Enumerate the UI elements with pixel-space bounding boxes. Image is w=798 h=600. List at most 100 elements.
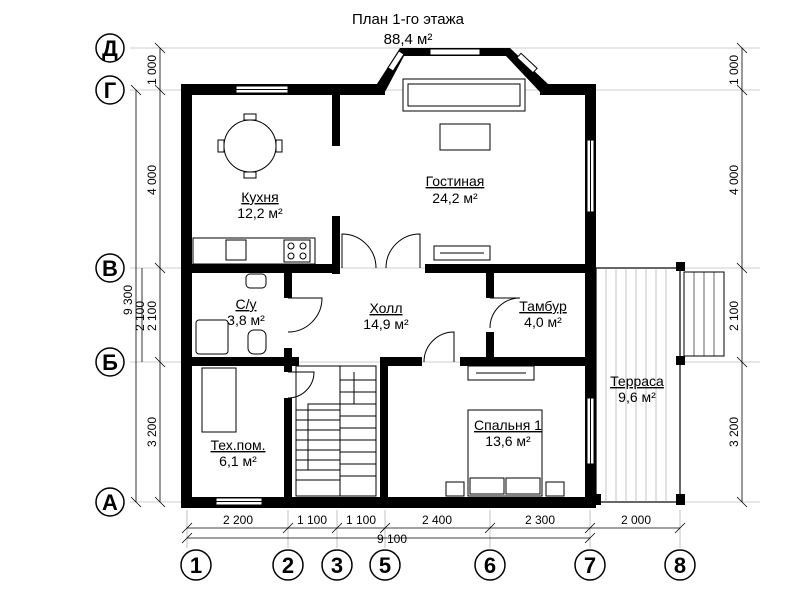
axis-label: 1 xyxy=(190,553,202,578)
terrace-post xyxy=(592,494,601,505)
wall-living-south xyxy=(425,264,596,273)
room-vestibule-area: 4,0 м² xyxy=(524,314,562,330)
room-bedroom-name: Спальня 1 xyxy=(474,417,542,433)
room-wc-name: С/у xyxy=(236,296,257,312)
window-bay-3 xyxy=(516,52,538,74)
dim-left: 3 200 xyxy=(145,417,159,447)
dining-table xyxy=(223,119,277,173)
dim-left: 4 000 xyxy=(145,165,159,195)
terrace xyxy=(592,262,725,505)
toilet xyxy=(247,329,267,355)
wall-south xyxy=(181,497,596,508)
boiler xyxy=(201,367,237,433)
axis-label: В xyxy=(102,256,118,281)
stairs xyxy=(295,365,377,497)
dim-bottom-total: 9 100 xyxy=(377,532,407,546)
dim-right: 2 100 xyxy=(727,301,741,331)
dim-left-inner: 2 100 xyxy=(133,301,147,331)
room-terrace-name: Терраса xyxy=(610,373,664,389)
window-bay-2 xyxy=(429,48,481,56)
chair xyxy=(243,171,257,179)
dimension-labels: 1 000 4 000 2 100 3 200 9 300 2 100 1 00… xyxy=(121,55,741,546)
number-axes: 1 2 3 5 6 7 8 xyxy=(180,549,696,581)
terrace-post xyxy=(676,356,685,365)
nightstand xyxy=(445,481,465,497)
room-hall-area: 14,9 м² xyxy=(363,316,409,332)
wall-north-east xyxy=(540,84,596,95)
dim-bottom: 2 400 xyxy=(422,513,452,527)
wall-bedroom-north-1 xyxy=(380,357,422,366)
dim-bottom: 2 200 xyxy=(223,513,253,527)
axis-label: 3 xyxy=(331,553,343,578)
axis-label: Д xyxy=(102,36,118,61)
axis-label: 2 xyxy=(282,553,294,578)
dim-bottom: 1 100 xyxy=(346,513,376,527)
dimension-lines xyxy=(130,42,748,544)
room-kitchen-area: 12,2 м² xyxy=(237,205,283,221)
toilet-wc xyxy=(245,273,267,289)
dim-right: 4 000 xyxy=(727,165,741,195)
room-kitchen-name: Кухня xyxy=(241,189,278,205)
door-wc xyxy=(287,297,323,333)
room-utility-name: Тех.пом. xyxy=(210,437,265,453)
dim-bottom: 1 100 xyxy=(297,513,327,527)
axis-label: 5 xyxy=(379,553,391,578)
axis-label: 6 xyxy=(484,553,496,578)
sink xyxy=(225,239,247,261)
windows xyxy=(215,48,595,506)
dim-left: 2 100 xyxy=(145,301,159,331)
door-hall-bedroom xyxy=(423,331,455,363)
axis-label: А xyxy=(102,490,118,515)
room-living-area: 24,2 м² xyxy=(432,190,478,206)
door-living xyxy=(341,233,377,269)
coffee-table xyxy=(439,123,491,151)
dim-right: 3 200 xyxy=(727,417,741,447)
room-wc-area: 3,8 м² xyxy=(227,312,265,328)
stove xyxy=(283,239,311,263)
window-bay-1 xyxy=(387,50,405,72)
room-bedroom-area: 13,6 м² xyxy=(485,433,531,449)
wall-tech-east xyxy=(284,398,292,508)
wall-vestibule-west xyxy=(486,268,494,298)
wall-kitchen-south xyxy=(181,264,340,273)
plan-title: План 1-го этажа xyxy=(352,11,465,28)
plan-total-area: 88,4 м² xyxy=(384,31,433,48)
wall-vestibule-west-2 xyxy=(486,332,494,362)
door-living-2 xyxy=(385,233,421,269)
axis-label: Б xyxy=(102,350,118,375)
terrace-post xyxy=(676,494,685,505)
room-vestibule-name: Тамбур xyxy=(519,298,567,314)
wall-stair-east xyxy=(380,358,388,508)
wall-wc-south xyxy=(181,357,299,366)
room-living-name: Гостиная xyxy=(426,173,485,189)
dim-bottom: 2 300 xyxy=(525,513,555,527)
chair xyxy=(275,139,283,153)
axis-label: Г xyxy=(104,78,117,103)
chair xyxy=(243,113,257,121)
axis-label: 7 xyxy=(584,553,596,578)
dim-right: 1 000 xyxy=(727,55,741,85)
chair xyxy=(217,139,225,153)
room-utility-area: 6,1 м² xyxy=(219,453,257,469)
terrace-post xyxy=(676,262,685,271)
furniture xyxy=(192,78,565,497)
dim-left-total: 9 300 xyxy=(121,285,135,315)
wall-west xyxy=(181,84,192,508)
room-terrace-area: 9,6 м² xyxy=(618,389,656,405)
letter-axes: Д Г В Б А xyxy=(95,33,125,517)
axis-label: 8 xyxy=(674,553,686,578)
shower xyxy=(195,319,229,355)
wall-hall-west xyxy=(284,268,292,298)
nightstand xyxy=(545,481,565,497)
door-tech xyxy=(287,371,315,399)
wall-bedroom-north-2 xyxy=(460,357,596,366)
room-hall-name: Холл xyxy=(370,300,403,316)
wall-east xyxy=(585,84,596,508)
dim-bottom: 2 000 xyxy=(621,513,651,527)
wall-kitchen-living-1 xyxy=(332,84,340,146)
door-vestibule xyxy=(489,297,521,329)
wall-kitchen-living-2 xyxy=(332,216,340,274)
dim-left: 1 000 xyxy=(145,55,159,85)
room-labels: Кухня 12,2 м² Гостиная 24,2 м² С/у 3,8 м… xyxy=(210,173,664,469)
